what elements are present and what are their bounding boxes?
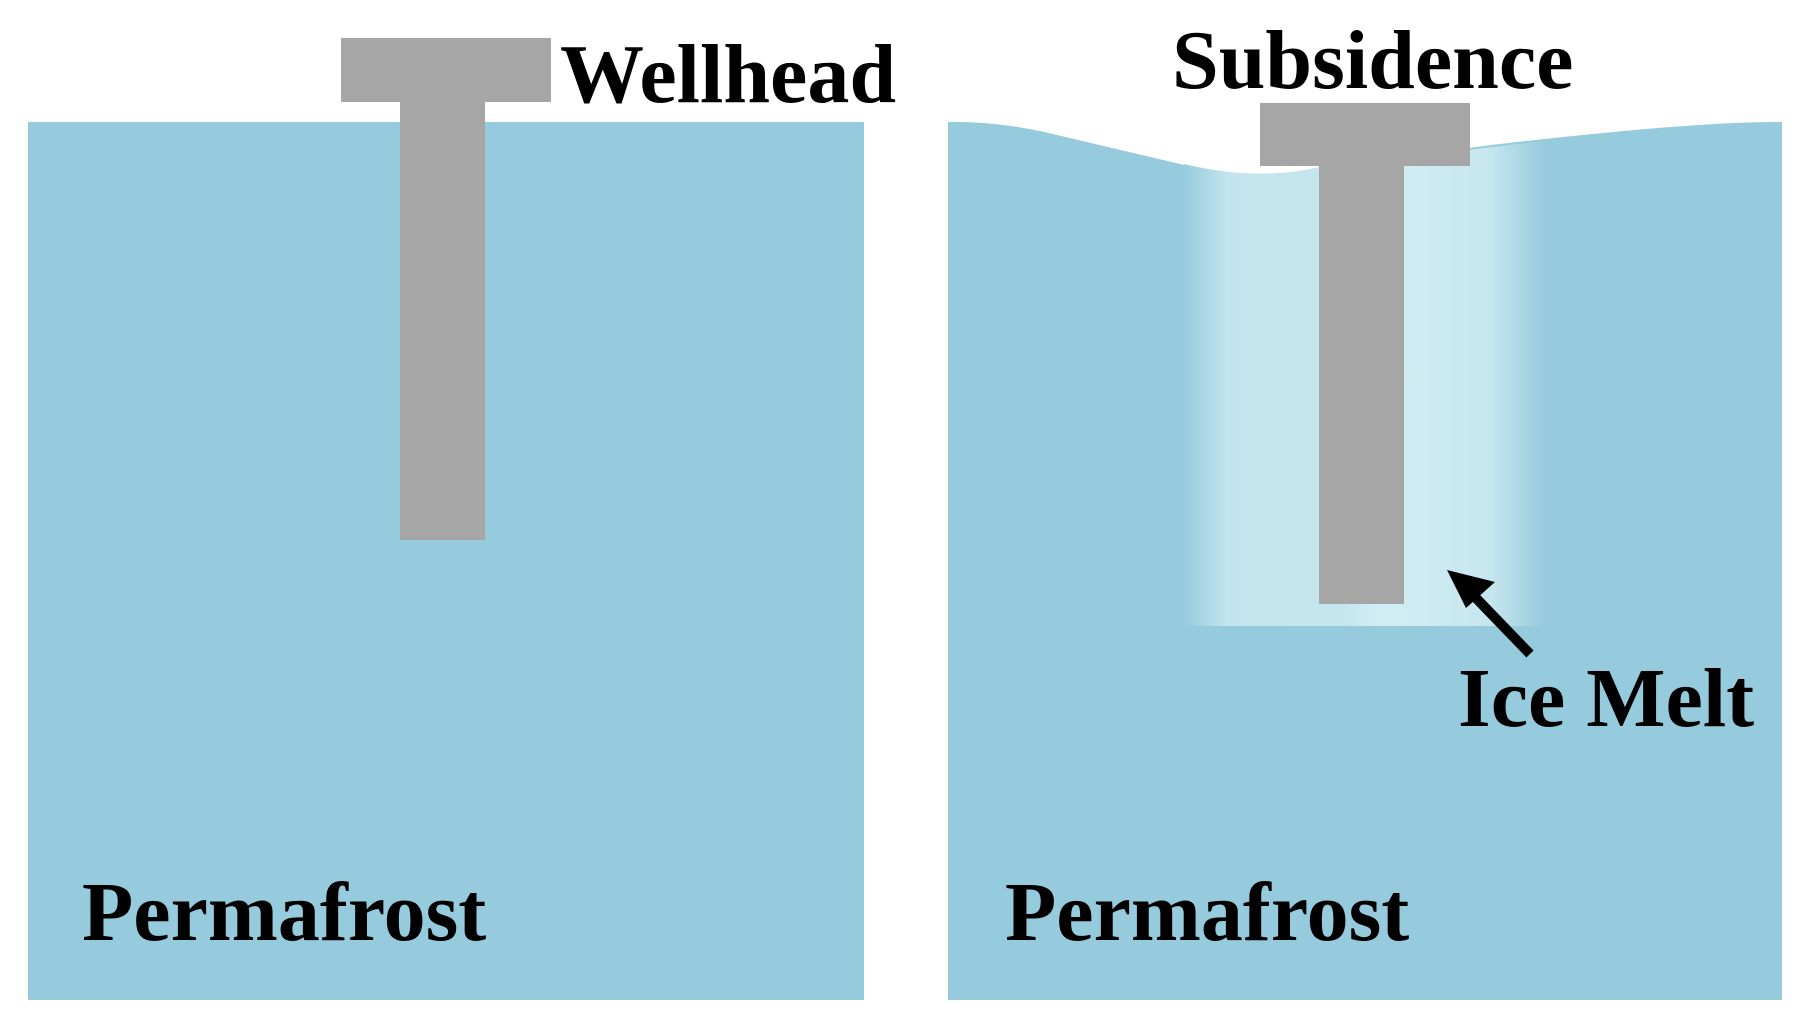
wellhead-cap-left — [341, 38, 551, 102]
right-panel: Subsidence Ice Melt Permafrost — [948, 14, 1782, 1001]
wellhead-label: Wellhead — [560, 28, 896, 121]
subsidence-label: Subsidence — [1172, 14, 1573, 107]
permafrost-label-left: Permafrost — [82, 866, 486, 959]
wellhead-cap-right — [1260, 103, 1470, 166]
well-casing-left — [400, 100, 485, 540]
ice-melt-label: Ice Melt — [1458, 652, 1754, 745]
left-panel: Wellhead Permafrost — [28, 28, 896, 1000]
ice-melt-arrow — [1447, 570, 1534, 658]
well-casing-right — [1319, 164, 1404, 604]
permafrost-label-right: Permafrost — [1005, 866, 1409, 959]
